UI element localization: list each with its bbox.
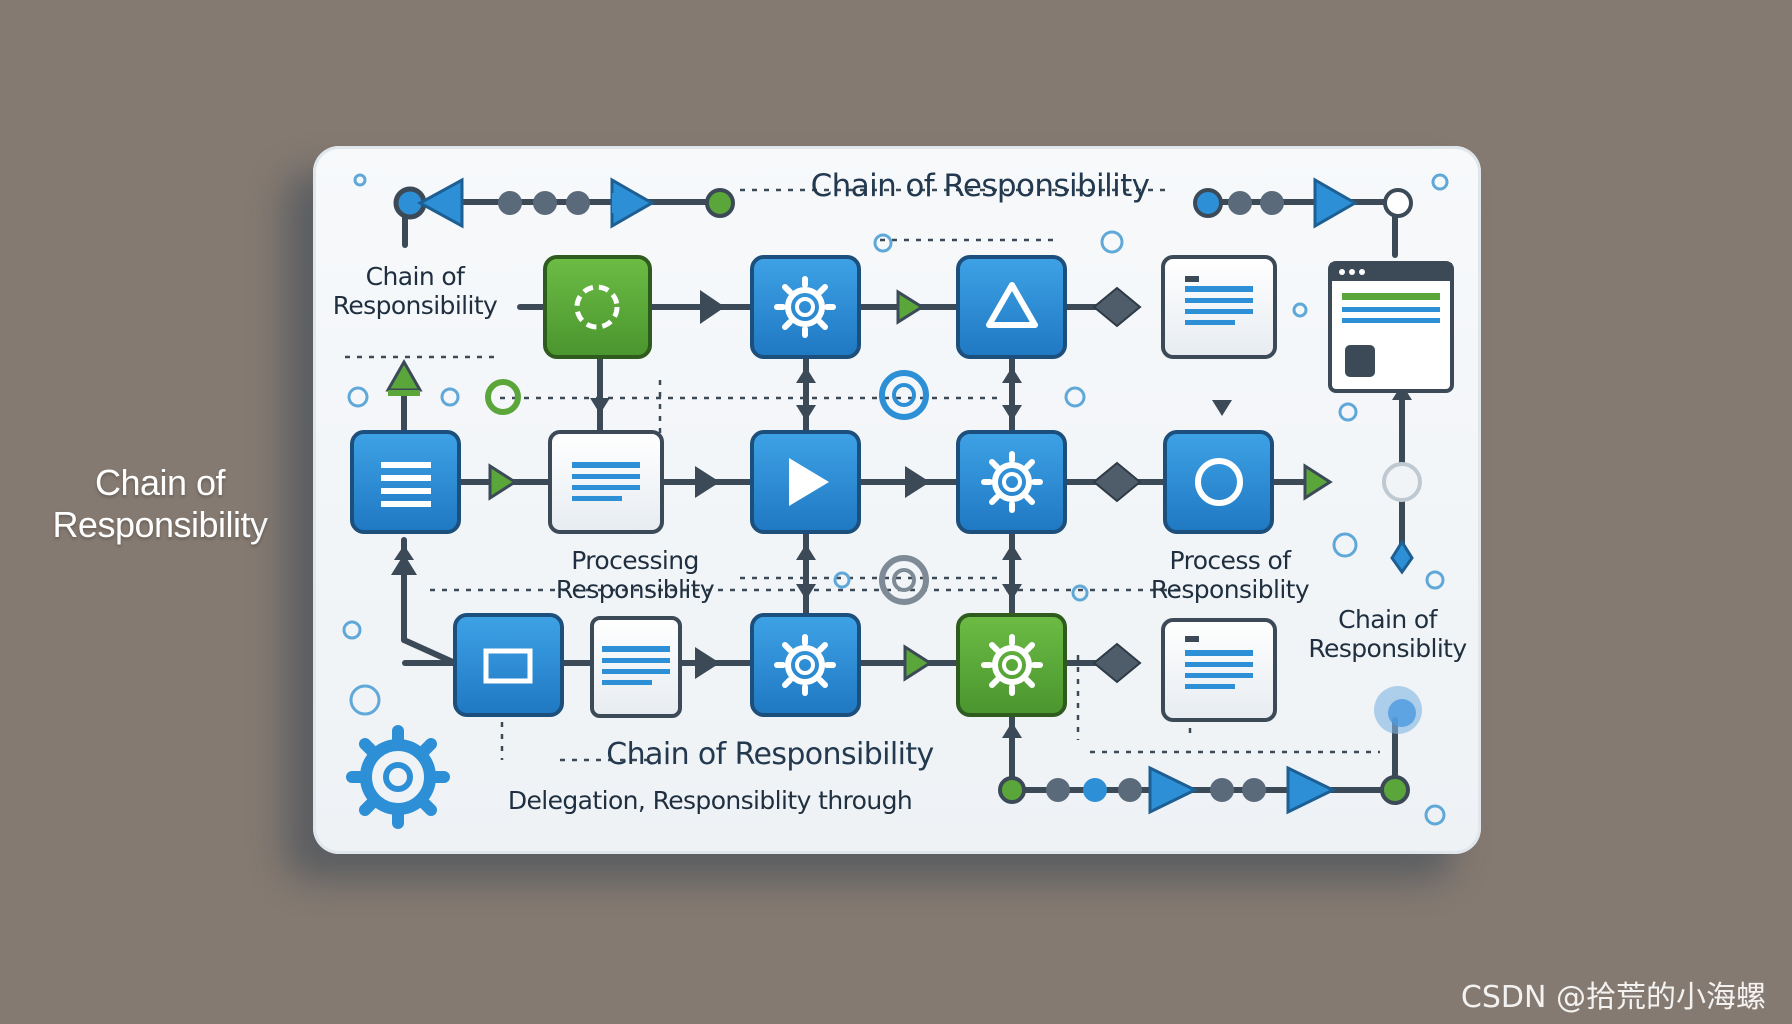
side-label: Chain of Responsibility	[52, 462, 268, 545]
node-green-cycle	[543, 255, 652, 359]
mid-left-label: Processing Responsiblity	[555, 546, 715, 604]
node-gear-1	[750, 255, 861, 359]
node-document-1	[1161, 255, 1277, 359]
node-play	[750, 430, 861, 534]
node-document-2	[548, 430, 664, 534]
node-window-icon	[453, 613, 564, 717]
bottom-caption: Delegation, Responsiblity through	[507, 786, 913, 815]
node-circle	[1163, 430, 1274, 534]
left-label: Chain of Responsibility	[332, 262, 498, 320]
watermark: CSDN @拾荒的小海螺	[1460, 980, 1766, 1015]
node-triangle	[956, 255, 1067, 359]
node-gear-2	[956, 430, 1067, 534]
node-document-4	[1161, 618, 1277, 722]
node-browser-window	[1328, 261, 1454, 393]
node-list	[350, 430, 461, 534]
diagram-card	[313, 146, 1481, 854]
bottom-title: Chain of Responsibility	[606, 737, 934, 772]
node-document-3	[590, 616, 682, 718]
mid-right-label: Process of Responsiblity	[1150, 546, 1310, 604]
node-gear-3	[750, 613, 861, 717]
right-label: Chain of Responsiblity	[1308, 605, 1467, 663]
node-gear-green	[956, 613, 1067, 717]
card-title: Chain of Responsibility	[810, 168, 1150, 204]
